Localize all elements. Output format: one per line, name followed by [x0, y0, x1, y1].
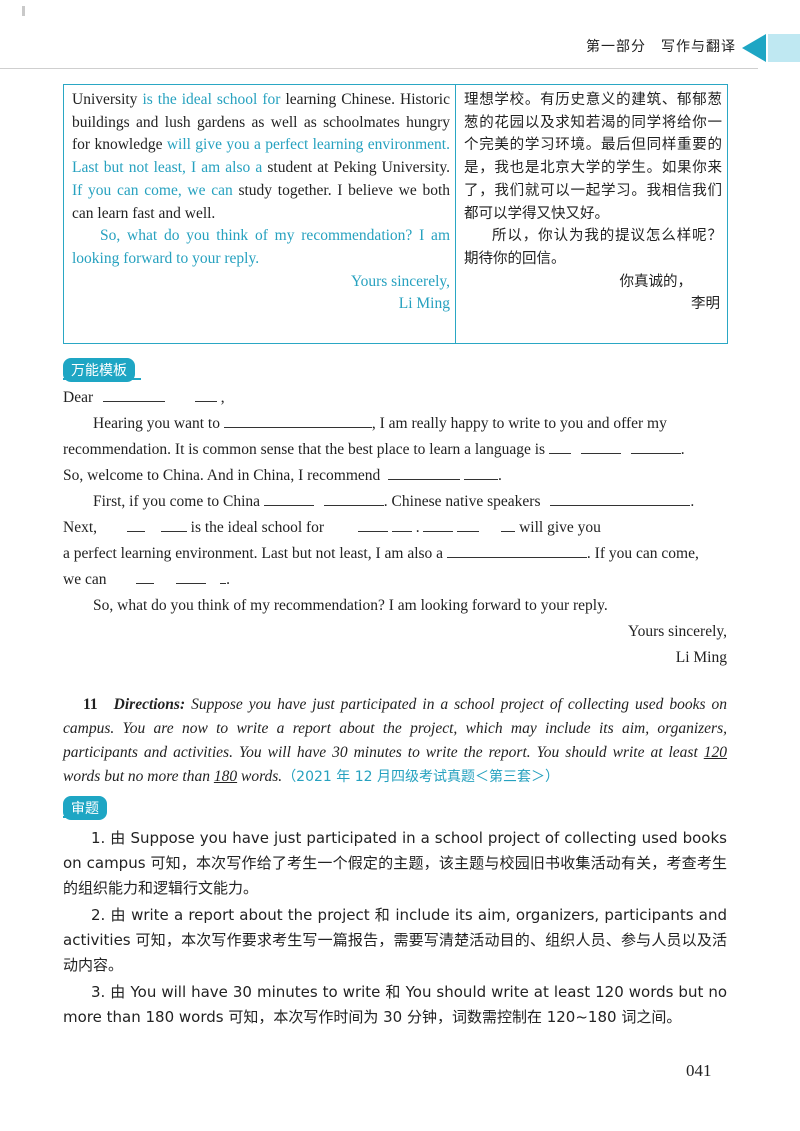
- template-line: a perfect learning environment. Last but…: [63, 541, 727, 567]
- universal-template: Dear , Hearing you want to , I am really…: [63, 385, 727, 671]
- analysis-badge-underline: [63, 816, 99, 818]
- question-source: （2021 年 12 月四级考试真题＜第三套＞）: [282, 769, 559, 785]
- max-words: 180: [213, 768, 238, 785]
- template-badge-underline: [63, 378, 141, 380]
- header-arrow-icon: [742, 34, 766, 62]
- analysis-point-3: 3. 由 You will have 30 minutes to write 和…: [63, 983, 727, 1026]
- page-header: 第一部分 写作与翻译: [0, 30, 800, 69]
- letter-english-column: University is the ideal school for learn…: [72, 89, 450, 316]
- analysis-section: 1. 由 Suppose you have just participated …: [63, 826, 727, 1032]
- analysis-point-2: 2. 由 write a report about the project 和 …: [63, 906, 727, 974]
- template-salutation: Dear ,: [63, 385, 727, 411]
- letter-zh-signature: 李明: [691, 296, 720, 313]
- letter-en-paragraph-1: University is the ideal school for learn…: [72, 91, 451, 222]
- letter-zh-paragraph-2: 所以，你认为我的提议怎么样呢？期待你的回信。: [464, 228, 722, 267]
- template-line: recommendation. It is common sense that …: [63, 437, 727, 463]
- template-line: First, if you come to China . Chinese na…: [63, 489, 727, 515]
- letter-chinese-column: 理想学校。有历史意义的建筑、郁郁葱葱的花园以及求知若渴的同学将给你一个完美的学习…: [464, 89, 722, 316]
- page-number: 041: [686, 1061, 712, 1080]
- sample-letter-box: University is the ideal school for learn…: [63, 84, 728, 344]
- letter-en-signature: Li Ming: [398, 295, 450, 313]
- letter-zh-paragraph-1: 理想学校。有历史意义的建筑、郁郁葱葱的花园以及求知若渴的同学将给你一个完美的学习…: [464, 92, 722, 222]
- question-number: 11: [83, 696, 98, 713]
- header-divider: [0, 68, 758, 69]
- letter-en-paragraph-2: So, what do you think of my recommendati…: [72, 227, 450, 267]
- column-divider: [455, 85, 456, 343]
- template-signature: Li Ming: [675, 649, 727, 666]
- header-tab-marker: [768, 34, 800, 62]
- section-label: 第一部分 写作与翻译: [586, 39, 736, 55]
- letter-zh-closing: 你真诚的，: [619, 273, 693, 290]
- analysis-point-1: 1. 由 Suppose you have just participated …: [63, 829, 727, 897]
- min-words: 120: [703, 744, 727, 761]
- template-line: So, what do you think of my recommendati…: [93, 597, 608, 614]
- directions-label: Directions:: [113, 696, 186, 713]
- template-line: Hearing you want to , I am really happy …: [63, 411, 727, 437]
- template-line: Next, is the ideal school for . will giv…: [63, 515, 727, 541]
- template-line: we can .: [63, 567, 727, 593]
- page-corner-mark: [22, 6, 25, 16]
- template-closing: Yours sincerely,: [627, 623, 727, 640]
- template-line: So, welcome to China. And in China, I re…: [63, 463, 727, 489]
- letter-en-closing: Yours sincerely,: [350, 272, 450, 290]
